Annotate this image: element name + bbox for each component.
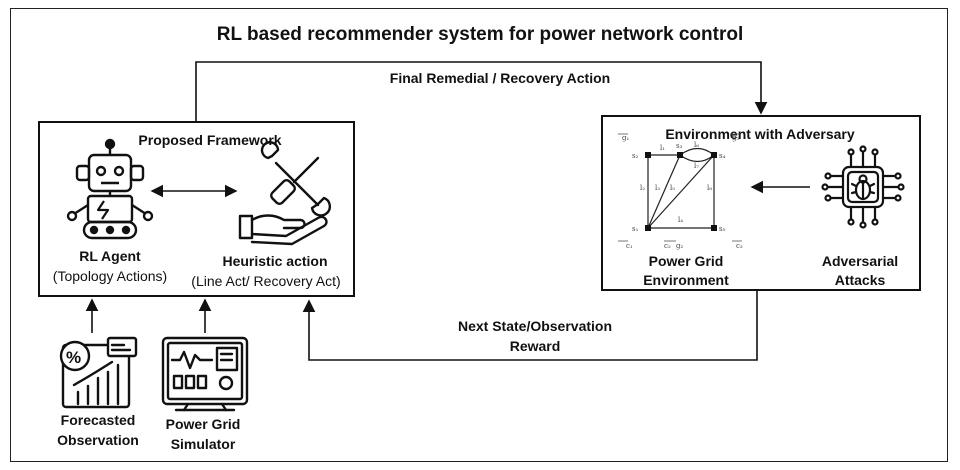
node-label-s4: s₄ bbox=[719, 152, 726, 160]
final-action-label: Final Remedial / Recovery Action bbox=[389, 70, 611, 86]
svg-text:%: % bbox=[66, 348, 81, 367]
grid-env-line1: Power Grid bbox=[648, 253, 724, 269]
line-label-l5: l₅ bbox=[670, 184, 675, 192]
line-label-l1: l₁ bbox=[660, 144, 665, 152]
reward-label: Reward bbox=[509, 338, 561, 354]
next-state-label: Next State/Observation bbox=[457, 318, 613, 334]
node-label-s5: s₅ bbox=[719, 225, 726, 233]
next-state-arrow bbox=[302, 291, 758, 361]
line-label-l6: l₆ bbox=[694, 141, 699, 149]
attacks-line1: Adversarial bbox=[821, 253, 899, 269]
diagram-frame bbox=[10, 8, 948, 462]
final-action-arrow bbox=[195, 61, 768, 121]
line-label-l3: l₃ bbox=[655, 184, 660, 192]
line-label-l7: l₇ bbox=[694, 162, 699, 170]
rl-agent-sub: (Topology Actions) bbox=[52, 268, 168, 284]
load-label-c3: c₃ bbox=[736, 242, 743, 250]
load-label-c2: c₂ bbox=[664, 242, 671, 250]
load-label-c1: c₁ bbox=[626, 242, 633, 250]
gen-label-g1: g₁ bbox=[622, 134, 629, 142]
line-label-l2: l₂ bbox=[640, 184, 645, 192]
node-label-s2: s₂ bbox=[632, 152, 639, 160]
simulator-line2: Simulator bbox=[170, 436, 236, 452]
simulator-line1: Power Grid bbox=[165, 416, 241, 432]
attacks-line2: Attacks bbox=[834, 272, 886, 288]
heuristic-sub: (Line Act/ Recovery Act) bbox=[191, 273, 341, 289]
forecast-line2: Observation bbox=[57, 432, 139, 448]
rl-agent-name: RL Agent bbox=[79, 248, 141, 264]
node-label-s1: s₁ bbox=[632, 225, 639, 233]
diagram-title: RL based recommender system for power ne… bbox=[216, 24, 744, 45]
line-label-l4: l₄ bbox=[678, 216, 683, 224]
environment-title: Environment with Adversary bbox=[665, 126, 855, 142]
proposed-framework-box bbox=[38, 121, 355, 297]
grid-env-line2: Environment bbox=[643, 272, 729, 288]
gen-label-g2: g₂ bbox=[676, 242, 683, 250]
forecast-line1: Forecasted bbox=[60, 412, 136, 428]
heuristic-name: Heuristic action bbox=[222, 253, 328, 269]
line-label-l8: l₈ bbox=[707, 184, 712, 192]
gen-label-g3: g₃ bbox=[732, 134, 739, 142]
node-label-s3: s₃ bbox=[676, 142, 683, 150]
framework-title: Proposed Framework bbox=[138, 132, 282, 148]
